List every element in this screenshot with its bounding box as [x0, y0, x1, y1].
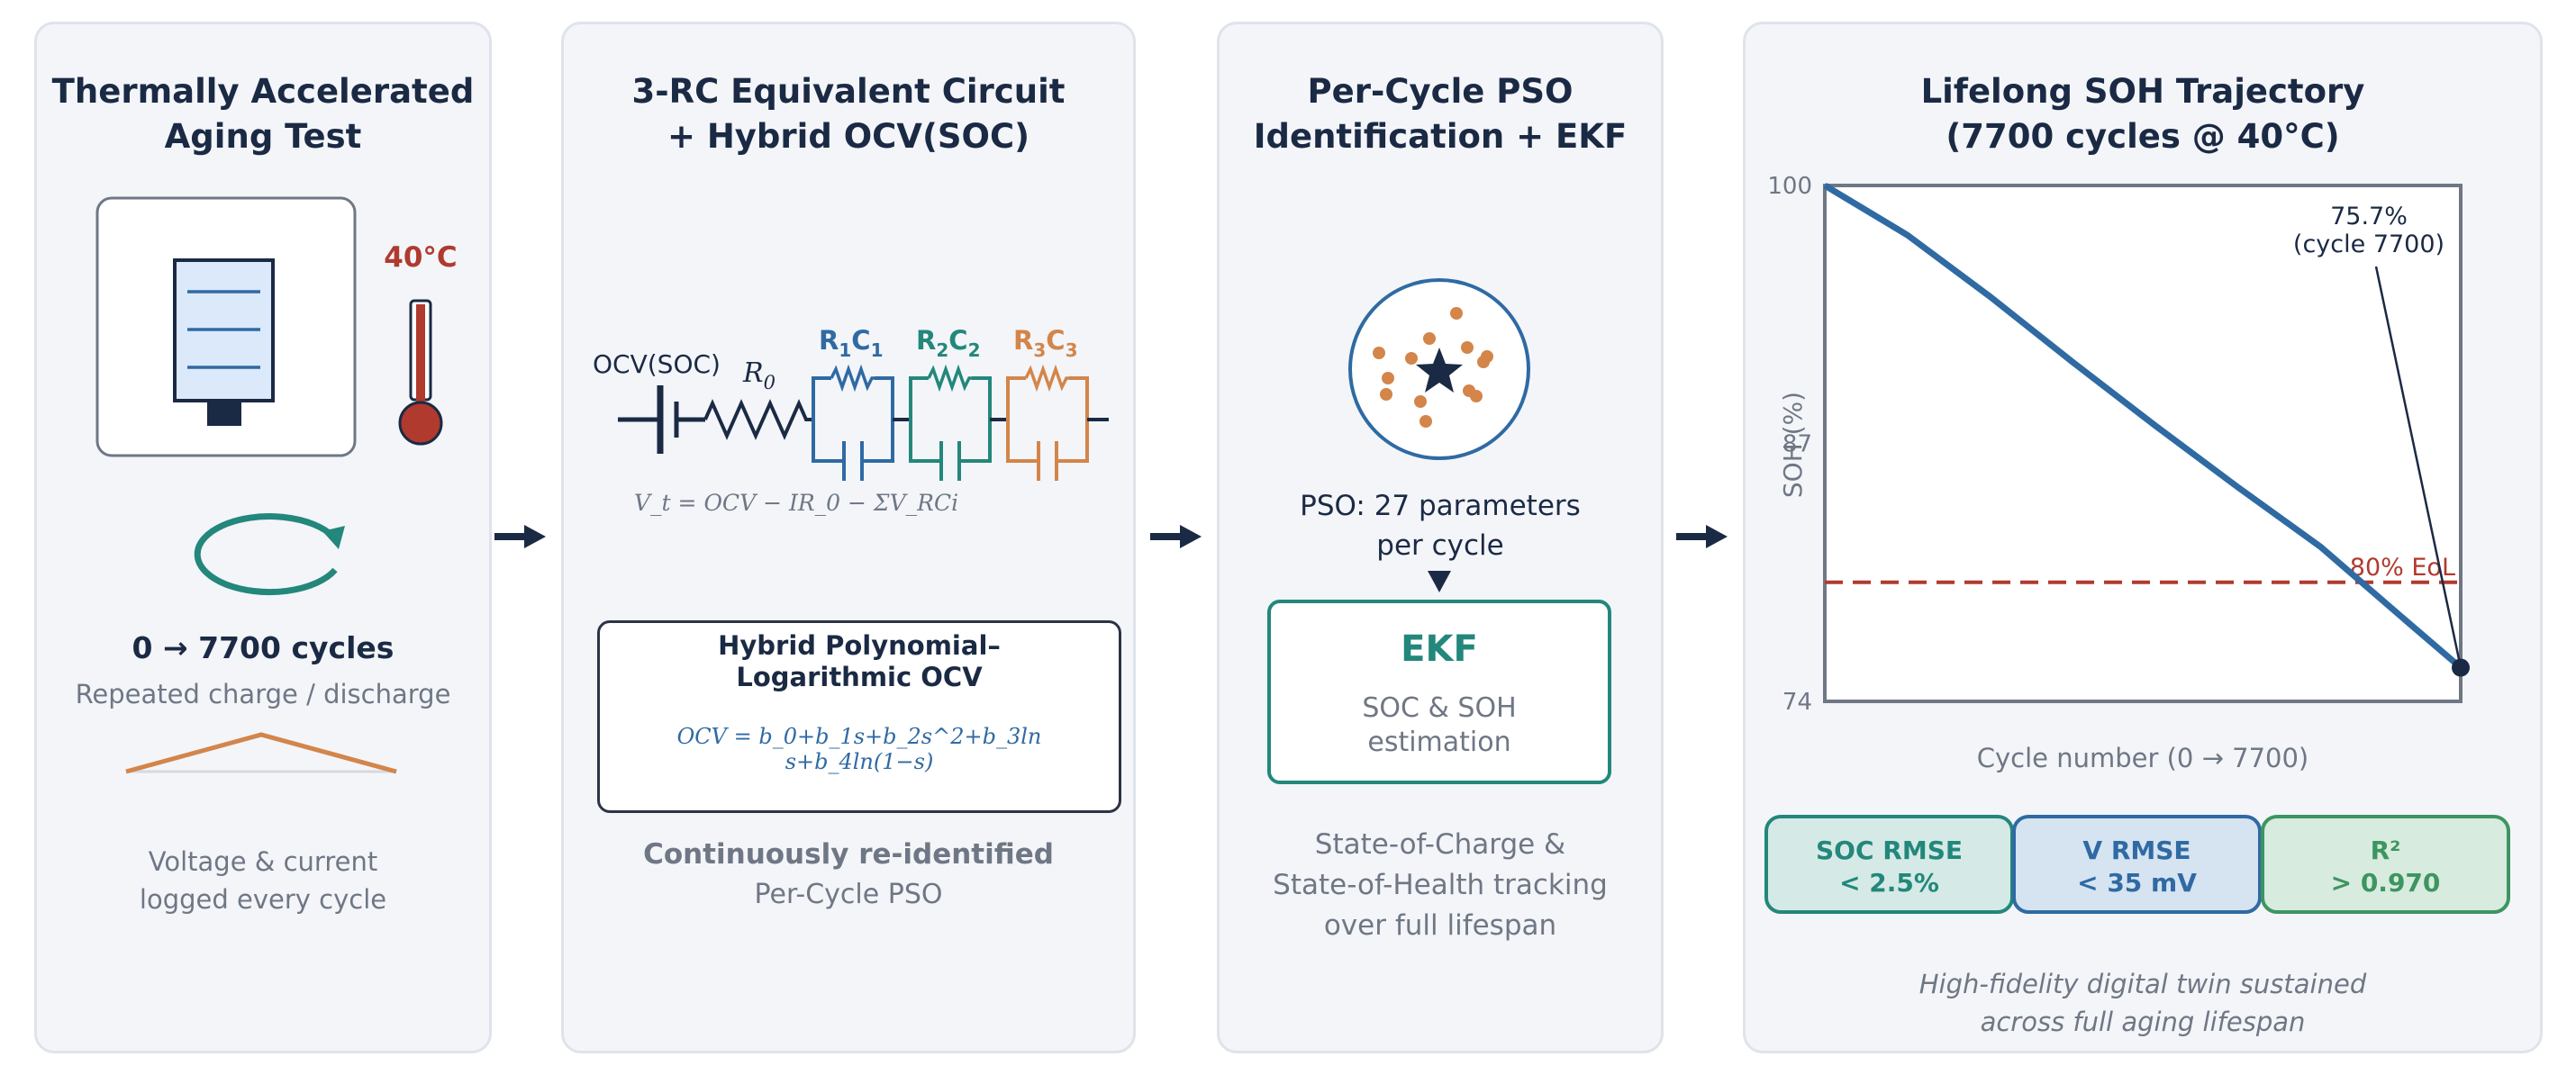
charge-discharge-profile — [125, 732, 397, 774]
ocv-label: OCV(SOC) — [593, 349, 721, 379]
ekf-box: EKF SOC & SOH estimation — [1267, 600, 1611, 784]
tracking-note: State-of-Charge & State-of-Health tracki… — [1273, 828, 1608, 942]
temperature-label: 40°C — [384, 241, 458, 274]
y-tick-label: 100 — [1767, 173, 1812, 200]
x-axis-label: Cycle number (0 → 7700) — [1977, 743, 2309, 773]
panel-title: Per-Cycle PSO Identification + EKF — [1253, 72, 1628, 156]
panel-title: Lifelong SOH Trajectory (7700 cycles @ 4… — [1920, 72, 2365, 156]
rc1-label: R1C1 — [819, 325, 883, 361]
panel-aging-test: Thermally Accelerated Aging Test — [34, 22, 492, 1053]
annotation-value: 75.7% — [2330, 203, 2408, 230]
annotation-cycle: (cycle 7700) — [2293, 230, 2444, 258]
cycle-arrow-icon — [194, 513, 345, 596]
metric-r-squared: R² > 0.970 — [2261, 815, 2510, 914]
y-tick-label: 74 — [1782, 689, 1812, 716]
panel1-graphics — [95, 196, 443, 774]
down-arrow-icon — [1428, 571, 1451, 592]
thermometer-icon — [398, 299, 443, 446]
ekf-title: EKF — [1401, 628, 1478, 670]
pso-parameter-note: PSO: 27 parameters per cycle — [1300, 490, 1581, 562]
annotation-leader-line — [2374, 266, 2463, 668]
digital-twin-note: High-fidelity digital twin sustained acr… — [1918, 969, 2367, 1037]
ocv-box-title: Hybrid Polynomial– Logarithmic OCV — [718, 630, 1001, 692]
metric-soc-rmse: SOC RMSE < 2.5% — [1764, 815, 2014, 914]
panel-title: 3-RC Equivalent Circuit + Hybrid OCV(SOC… — [631, 72, 1066, 156]
cycle-count: 0 → 7700 cycles — [132, 630, 395, 665]
soh-series-line — [1823, 182, 2463, 671]
particle-swarm-icon — [1348, 278, 1530, 460]
rc3-block — [990, 364, 1109, 481]
y-tick-label: 87 — [1782, 431, 1812, 458]
equivalent-circuit: OCV(SOC) R0 R1C1 R2C2 — [593, 325, 1109, 516]
arrow-right-icon — [1676, 525, 1728, 548]
ocv-equation: OCV = b_0+b_1s+b_2s^2+b_3ln s+b_4ln(1−s) — [676, 724, 1042, 774]
terminal-voltage-equation: V_t = OCV − IR_0 − ΣV_RCi — [634, 490, 958, 516]
per-cycle-pso-note: Per-Cycle PSO — [754, 879, 943, 910]
pso-graphics — [1348, 278, 1530, 592]
logging-note: Voltage & current logged every cycle — [139, 846, 387, 915]
panel-pso-ekf: Per-Cycle PSO Identification + EKF — [1217, 22, 1664, 1053]
ocv-source-symbol — [618, 385, 705, 454]
metric-v-rmse: V RMSE < 35 mV — [2012, 815, 2262, 914]
plot-area — [1823, 184, 2463, 703]
rc1-block — [812, 364, 894, 481]
reidentification-note: Continuously re-identified — [643, 838, 1054, 871]
ekf-description: SOC & SOH estimation — [1362, 692, 1517, 758]
y-axis-label: SOH (%) — [1778, 392, 1808, 498]
rc2-label: R2C2 — [916, 325, 980, 361]
r0-resistor-symbol — [703, 399, 813, 440]
r0-label: R0 — [742, 357, 776, 393]
endpoint-marker — [2452, 658, 2470, 677]
rc2-block — [893, 364, 992, 481]
rc3-label: R3C3 — [1013, 325, 1077, 361]
battery-cell-icon — [95, 196, 357, 457]
panel-equivalent-circuit: 3-RC Equivalent Circuit + Hybrid OCV(SOC… — [561, 22, 1136, 1053]
cycle-description: Repeated charge / discharge — [75, 679, 451, 709]
arrow-right-icon — [1150, 525, 1202, 548]
hybrid-ocv-box: Hybrid Polynomial– Logarithmic OCV OCV =… — [597, 620, 1121, 813]
panel-title: Thermally Accelerated Aging Test — [51, 72, 475, 156]
